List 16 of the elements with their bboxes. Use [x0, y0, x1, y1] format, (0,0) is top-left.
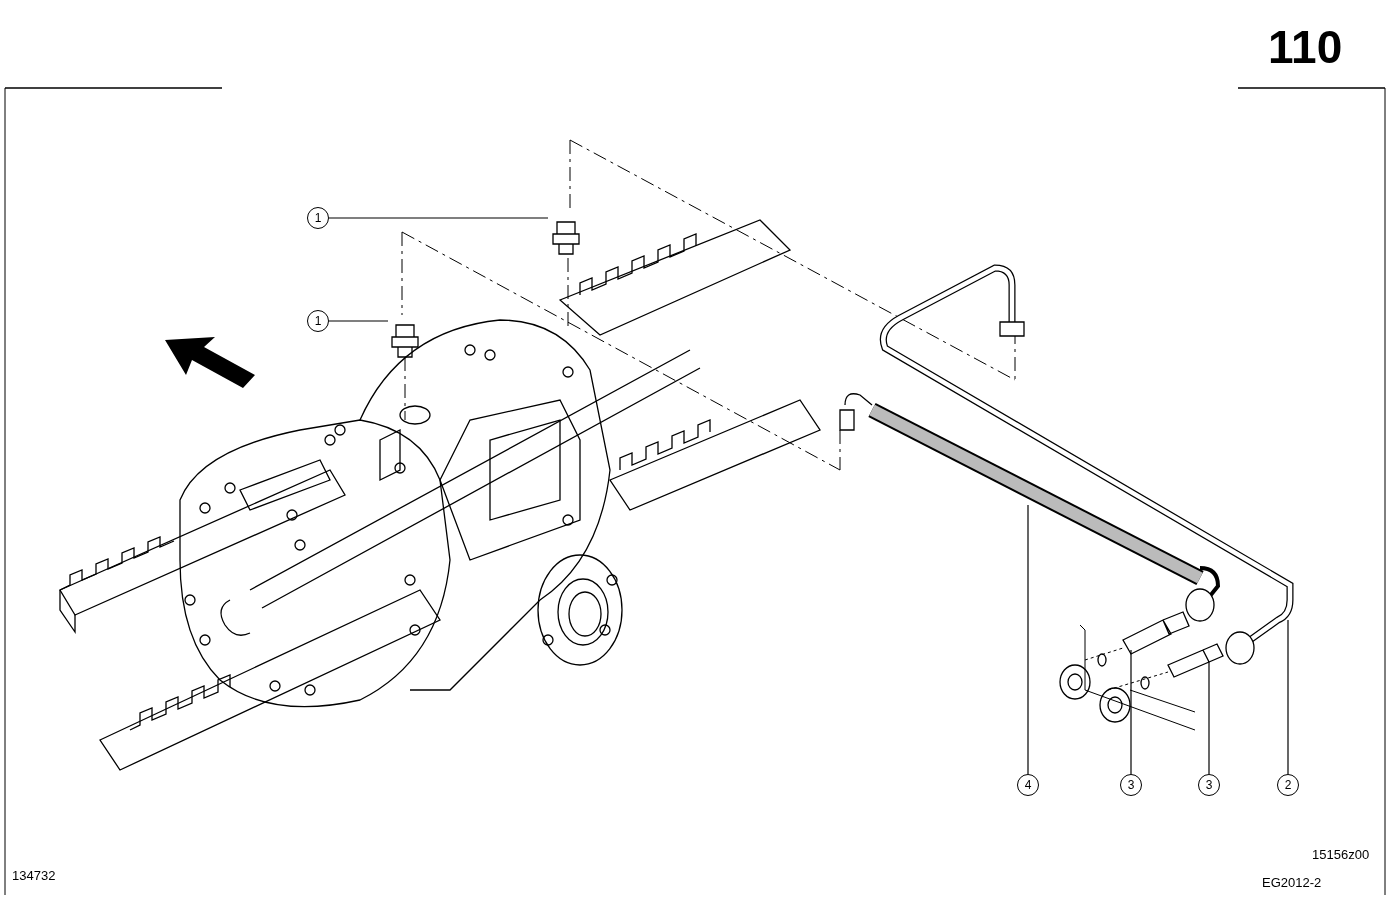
- leader-line: [1287, 619, 1289, 775]
- leader-line: [1027, 504, 1029, 775]
- page-number: 110: [1268, 20, 1343, 74]
- leader-line: [1130, 649, 1132, 775]
- leader-line: [328, 217, 549, 219]
- leader-line: [328, 320, 389, 322]
- reference-code: EG2012-2: [1262, 875, 1322, 890]
- callout-number: 3: [1198, 774, 1220, 796]
- drawing-number: 15156z00: [1312, 847, 1370, 862]
- callout-number: 1: [307, 207, 329, 229]
- callout-number: 4: [1017, 774, 1039, 796]
- callout-number: 3: [1120, 774, 1142, 796]
- callout-number: 1: [307, 310, 329, 332]
- leader-line: [1208, 661, 1210, 775]
- part-number: 134732: [12, 868, 56, 883]
- callout-number: 2: [1277, 774, 1299, 796]
